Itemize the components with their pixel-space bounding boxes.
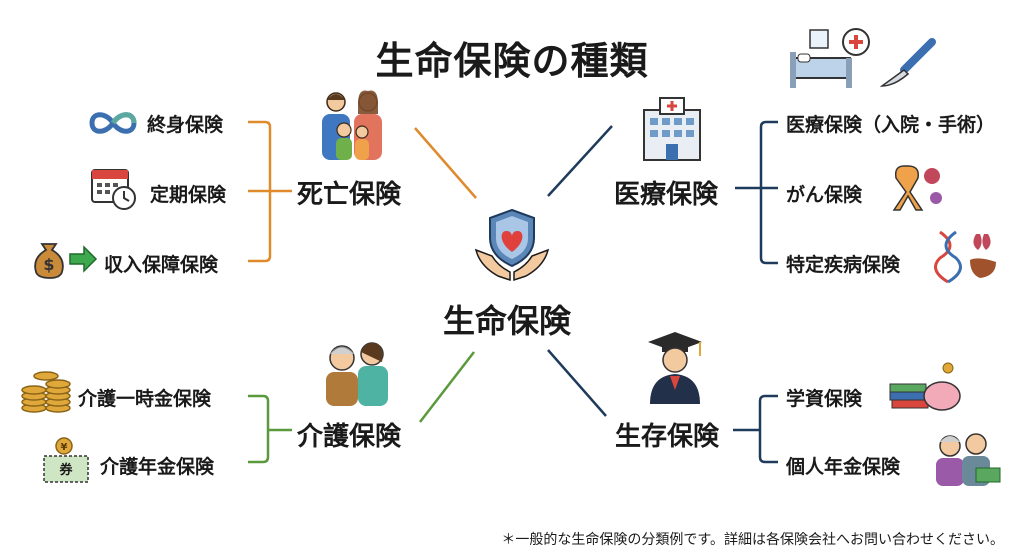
calendar-clock-icon [91, 169, 136, 210]
coupon-money-icon: ¥ 券 [43, 437, 89, 483]
connector-medical [547, 125, 613, 197]
scalpel-icon [879, 38, 936, 87]
cancer-ribbon-icon [892, 165, 942, 211]
bracket-survival [733, 394, 778, 464]
death-item-2: 定期保険 [150, 184, 227, 206]
care-item-1: 介護一時金保険 [78, 388, 212, 410]
shield-heart-hands-icon [474, 208, 550, 282]
svg-text:¥: ¥ [61, 442, 68, 453]
elderly-couple-money-icon [936, 433, 1001, 486]
money-bag-arrow-icon: $ [34, 243, 98, 279]
category-survival-label: 生存保険 [615, 422, 720, 452]
hospital-icon [643, 97, 701, 161]
care-item-2: 介護年金保険 [100, 456, 215, 478]
death-item-1: 終身保険 [147, 114, 224, 136]
center-label: 生命保険 [443, 302, 572, 340]
page-title: 生命保険の種類 [375, 39, 649, 83]
medical-item-3: 特定疾病保険 [786, 254, 901, 276]
graduate-icon [648, 332, 702, 404]
connector-care [419, 351, 475, 423]
connector-death [414, 127, 477, 199]
piggy-bank-books-icon [889, 362, 961, 411]
medical-item-1: 医療保険（入院・手術） [786, 114, 996, 136]
svg-text:$: $ [43, 255, 54, 274]
coins-stack-icon [21, 371, 71, 413]
bracket-death [248, 120, 292, 263]
category-care-label: 介護保険 [297, 422, 402, 452]
category-death-label: 死亡保険 [297, 180, 402, 210]
medical-item-2: がん保険 [786, 184, 863, 206]
connector-survival [547, 349, 607, 417]
dna-organs-icon [934, 230, 996, 284]
category-medical-label: 医療保険 [614, 180, 719, 210]
footnote: ＊一般的な生命保険の分類例です。詳細は各保険会社へお問い合わせください。 [501, 532, 1004, 548]
survival-item-1: 学資保険 [786, 388, 863, 410]
family-icon [322, 90, 382, 160]
infinity-icon [89, 112, 137, 134]
death-item-3: 収入保障保険 [104, 254, 219, 276]
bracket-care [248, 394, 292, 464]
elderly-caregiver-icon [326, 342, 388, 406]
coupon-label: 券 [58, 462, 73, 478]
survival-item-2: 個人年金保険 [786, 456, 901, 478]
bracket-medical [735, 120, 778, 265]
hospital-bed-icon [790, 28, 870, 88]
